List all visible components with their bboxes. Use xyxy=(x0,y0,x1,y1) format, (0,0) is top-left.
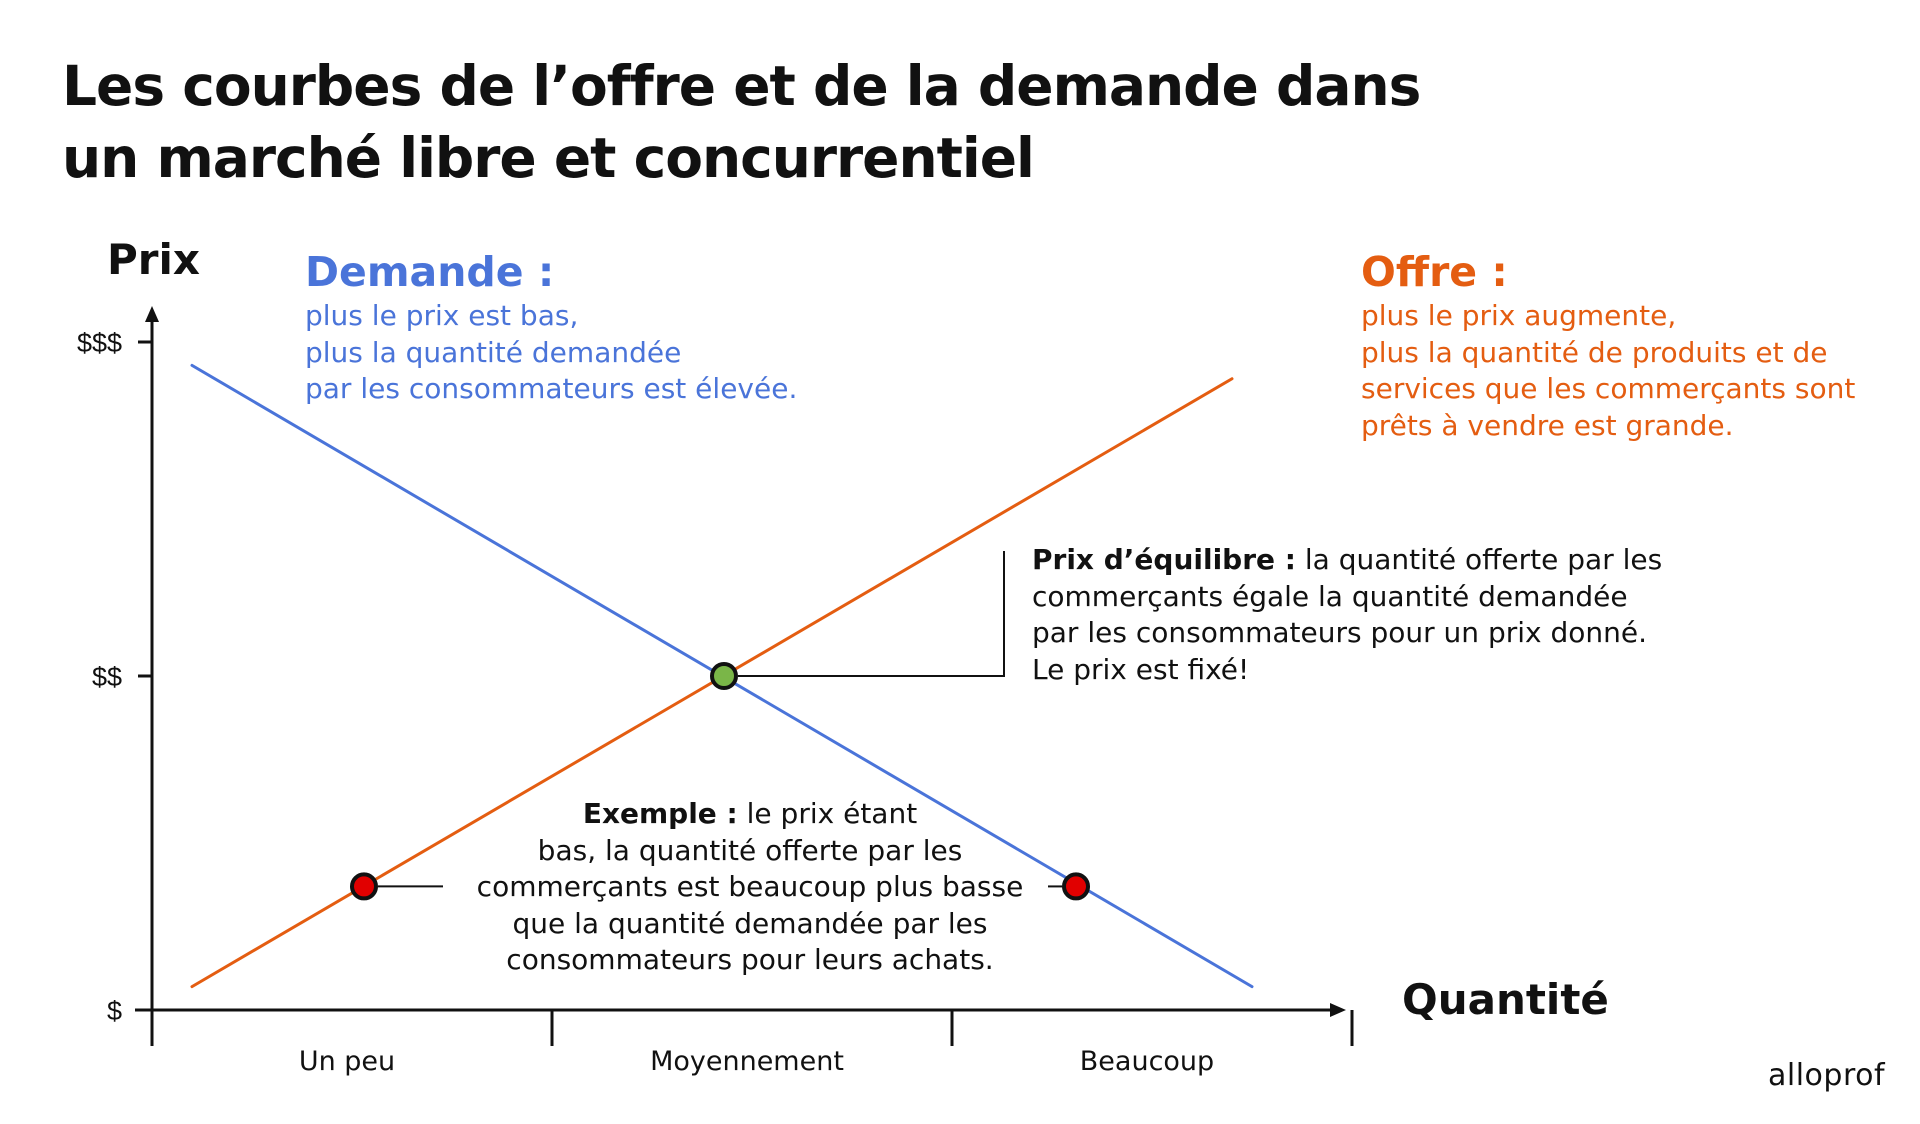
alloprof-logo: alloprof xyxy=(1768,1058,1886,1093)
demand-note: Demande : plus le prix est bas, plus la … xyxy=(305,248,797,408)
y-tick-label: $$ xyxy=(92,662,122,692)
example-line-3: commerçants est beaucoup plus basse xyxy=(476,870,1024,903)
equilibrium-line-3: par les consommateurs pour un prix donné… xyxy=(1032,616,1648,649)
supply-note: Offre : plus le prix augmente, plus la q… xyxy=(1361,248,1855,444)
supply-line-1: plus le prix augmente, xyxy=(1361,299,1677,332)
demand-line-1: plus le prix est bas, xyxy=(305,299,579,332)
equilibrium-label: Prix d’équilibre : xyxy=(1032,543,1296,576)
example-line-4: que la quantité demandée par les xyxy=(512,906,988,940)
y-tick-label: $$$ xyxy=(77,328,122,358)
example-line-2: bas, la quantité offerte par les xyxy=(537,833,963,867)
supply-line-4: prêts à vendre est grande. xyxy=(1361,408,1734,442)
equilibrium-line-1-text: la quantité offerte par les xyxy=(1295,543,1663,576)
demand-heading: Demande : xyxy=(305,248,555,296)
equilibrium-line-1: Prix d’équilibre : la quantité offerte p… xyxy=(1032,542,1712,579)
chart-title: Les courbes de l’offre et de la demande … xyxy=(62,50,1562,194)
x-tick-label: Un peu xyxy=(299,1046,395,1077)
title-line-2: un marché libre et concurrentiel xyxy=(62,126,1035,190)
x-tick-label: Moyennement xyxy=(650,1046,844,1077)
example-line-1: Exemple : le prix étant xyxy=(440,796,1060,833)
supply-line-2: plus la quantité de produits et de xyxy=(1361,335,1828,369)
example-label: Exemple : xyxy=(582,797,738,830)
equilibrium-leader xyxy=(738,551,1005,677)
y-axis-arrow xyxy=(145,306,159,322)
x-tick-label: Beaucoup xyxy=(1080,1046,1214,1077)
supply-line-3: services que les commerçants sont xyxy=(1361,372,1856,405)
leader-lines xyxy=(378,551,1062,888)
example-point-demand xyxy=(1062,872,1090,901)
example-note: Exemple : le prix étant bas, la quantité… xyxy=(440,796,1060,979)
example-line-5: consommateurs pour leurs achats. xyxy=(506,943,994,976)
example-line-1-text: le prix étant xyxy=(737,797,918,830)
y-tick-label: $ xyxy=(107,996,122,1026)
demand-line-2: plus la quantité demandée xyxy=(305,335,682,369)
equilibrium-note: Prix d’équilibre : la quantité offerte p… xyxy=(1032,542,1712,688)
example-point-supply xyxy=(350,872,378,901)
equilibrium-line-4: Le prix est fixé! xyxy=(1032,652,1250,686)
y-axis-title: Prix xyxy=(107,235,200,284)
axes xyxy=(135,306,1346,1017)
demand-line-3: par les consommateurs est élevée. xyxy=(305,372,798,405)
supply-heading: Offre : xyxy=(1361,248,1508,296)
point-markers xyxy=(350,662,1090,901)
equilibrium-line-2: commerçants égale la quantité demandée xyxy=(1032,579,1628,613)
x-axis-title: Quantité xyxy=(1402,975,1609,1024)
x-axis-arrow xyxy=(1330,1003,1346,1017)
equilibrium-point xyxy=(710,662,738,690)
title-line-1: Les courbes de l’offre et de la demande … xyxy=(62,54,1421,118)
